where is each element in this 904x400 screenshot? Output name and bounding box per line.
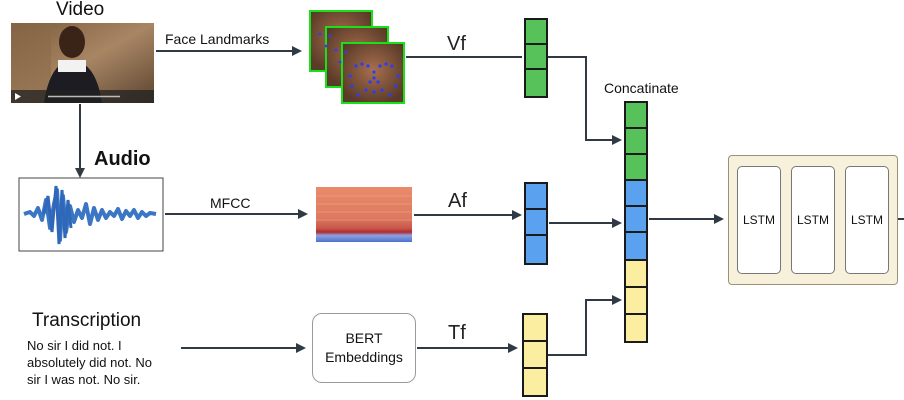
audio-waveform — [18, 177, 164, 252]
lstm-cell-3: LSTM — [845, 166, 889, 274]
face-landmarks-label: Face Landmarks — [165, 31, 270, 47]
video-label: Video — [56, 0, 105, 20]
vf-cell — [524, 18, 548, 45]
vf-cell — [524, 43, 548, 70]
concat-cell-green — [624, 127, 648, 155]
concat-cell-green — [624, 153, 648, 181]
audio-label: Audio — [94, 148, 151, 170]
concat-cell-blue — [624, 231, 648, 261]
concat-cell-yellow — [624, 313, 648, 343]
af-cell — [524, 208, 548, 236]
bert-line-1: BERT — [345, 330, 383, 346]
transcript-line-3: sir I was not. No sir. — [27, 372, 141, 387]
af-label: Af — [448, 190, 467, 212]
concat-cell-blue — [624, 205, 648, 233]
mfcc-label: MFCC — [210, 195, 251, 211]
bert-line-2: Embeddings — [325, 349, 403, 365]
transcript-line-2: absolutely did not. No — [27, 355, 153, 370]
vf-cell — [524, 68, 548, 98]
transcription-label: Transcription — [32, 310, 142, 331]
af-cell — [524, 182, 548, 210]
lstm-cell-2: LSTM — [791, 166, 835, 274]
concat-cell-blue — [624, 179, 648, 207]
mfcc-spectrogram — [316, 187, 412, 242]
vf-label: Vf — [447, 33, 466, 55]
concat-cell-green — [624, 101, 648, 129]
lstm-cell-1: LSTM — [737, 166, 781, 274]
concat-cell-yellow — [624, 259, 648, 288]
concat-cell-yellow — [624, 286, 648, 315]
transcript-line-1: No sir I did not. I — [27, 338, 122, 353]
tf-cell — [522, 313, 548, 342]
face-landmark-images — [309, 10, 405, 104]
bert-embeddings-box: BERT Embeddings — [312, 313, 416, 383]
concatinate-label: Concatinate — [604, 80, 679, 96]
lstm-container: LSTM LSTM LSTM — [728, 155, 898, 285]
af-cell — [524, 234, 548, 265]
tf-cell — [522, 340, 548, 369]
tf-label: Tf — [448, 322, 466, 344]
tf-cell — [522, 367, 548, 397]
video-thumbnail — [11, 23, 154, 103]
